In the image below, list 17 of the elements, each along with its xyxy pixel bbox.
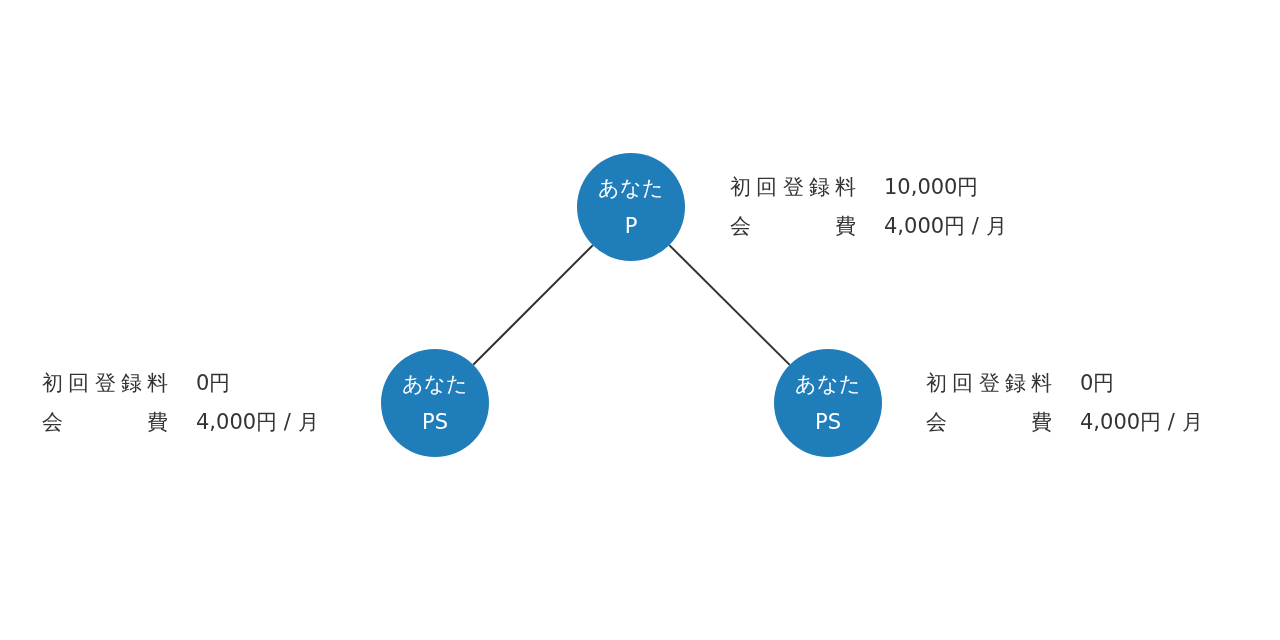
member-circle: あなた PS [381,349,489,457]
fee-label: 初回登録料 [926,370,1052,397]
fee-label: 初回登録料 [42,370,168,397]
fee-amount: 4,000円 / 月 [196,409,319,436]
fee-label: 初回登録料 [730,174,856,201]
member-circle: あなた P [577,153,685,261]
fee-label: 会費 [730,213,856,240]
connector-line [668,244,791,366]
fee-label: 会費 [926,409,1052,436]
fee-label: 会費 [42,409,168,436]
fee-amount: 0円 [1080,370,1115,397]
fee-amount: 10,000円 [884,174,979,201]
fee-amount: 0円 [196,370,231,397]
fee-amount: 4,000円 / 月 [1080,409,1203,436]
connector-line [472,244,594,366]
member-circle: あなた PS [774,349,882,457]
fee-amount: 4,000円 / 月 [884,213,1007,240]
